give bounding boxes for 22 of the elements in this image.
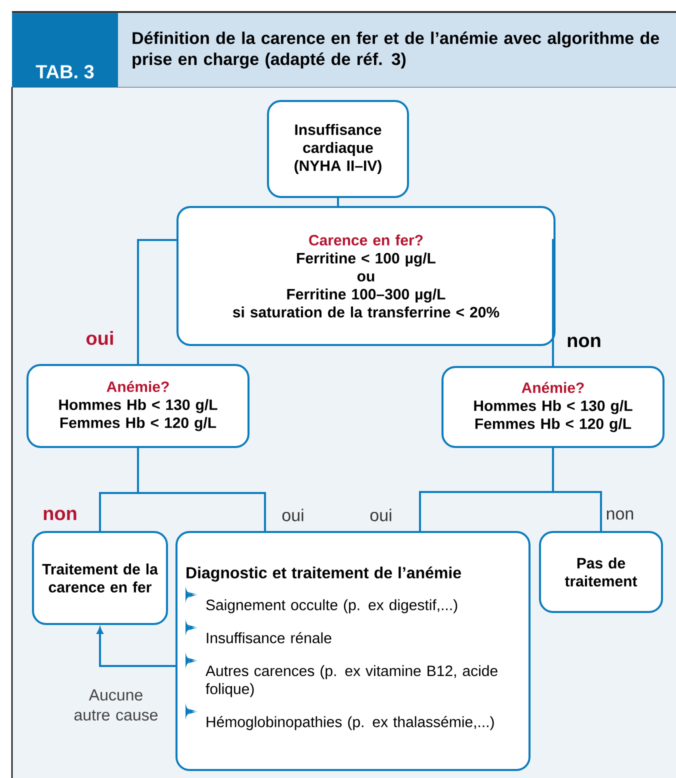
- edge-label: non: [606, 510, 634, 520]
- edge-label: oui: [370, 508, 392, 522]
- edge-label: non: [44, 510, 76, 520]
- title-band: Définition de la carence en fer et de l’anémie avec algorithme de prise en charge (adapté de réf. 3): [118, 13, 676, 87]
- connector-line: [337, 198, 339, 206]
- edge-label: non: [568, 336, 600, 348]
- edge-label: oui: [86, 331, 113, 345]
- connector-line: [552, 448, 602, 531]
- connector-line: [137, 448, 266, 531]
- process-box: Traitement de la carence en fer: [32, 531, 168, 625]
- decision-box: Anémie? Hommes Hb < 130 g/L Femmes Hb < 120 g/L: [442, 366, 664, 448]
- decision-box: Carence en fer? Ferritine < 100 µg/L ou Ferritine 100–300 µg/L si saturation de la transferrine < 20%: [176, 206, 556, 346]
- edge-label: oui: [282, 508, 304, 522]
- decision-box: Anémie? Hommes Hb < 130 g/L Femmes Hb < 120 g/L: [26, 364, 250, 448]
- connector-line: [552, 239, 556, 366]
- process-box: Pas de traitement: [539, 531, 663, 613]
- table-number: TAB. 3: [12, 13, 118, 87]
- edge-label: Aucune autre cause: [74, 689, 158, 721]
- arrow: [96, 627, 176, 667]
- connector-line: [137, 239, 176, 364]
- process-box: Insuffisance cardiaque (NYHA II–IV): [267, 100, 409, 198]
- process-box: Diagnostic et traitement de l’anémie Saignement occulte (p. ex digestif,...) Insuffisance rénale Autres carences (p. ex vitamine B12, acide folique) Hémoglobinopathies (p. ex thalassémie,...): [176, 531, 530, 771]
